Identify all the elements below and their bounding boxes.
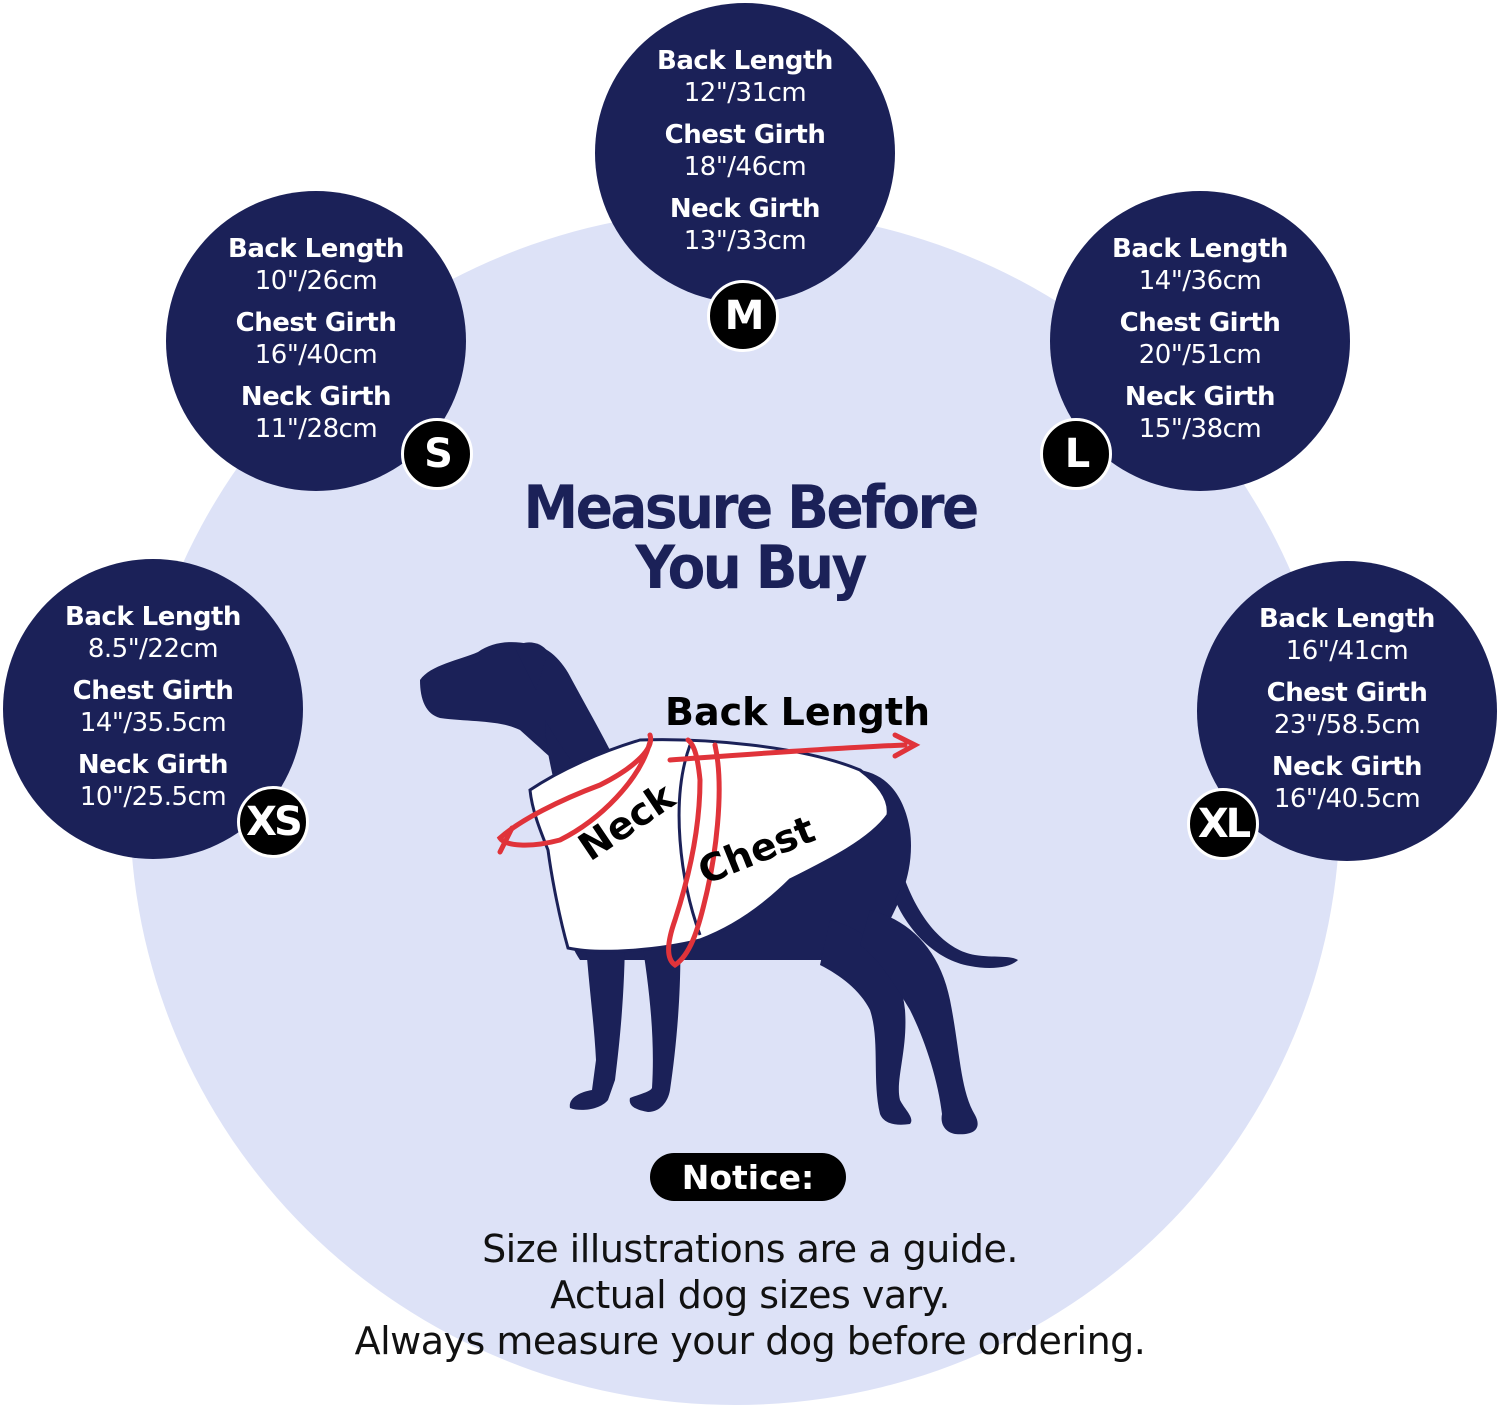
neck-girth-label: Neck Girth [1124,382,1276,412]
chest-girth-spec: Chest Girth 18"/46cm [665,119,826,183]
chest-girth-spec: Chest Girth 20"/51cm [1120,307,1281,371]
back-length-value: 16"/41cm [1285,636,1409,666]
neck-girth-loop [496,732,654,848]
neck-girth-label: Neck Girth [1271,752,1423,782]
chest-girth-label: Chest Girth [664,120,826,150]
chest-girth-value: 14"/35.5cm [79,708,227,738]
chest-girth-value: 18"/46cm [683,152,807,182]
size-card-s: Back Length 10"/26cm Chest Girth 16"/40c… [166,191,466,491]
back-length-diagram-label: Back Length [665,690,930,734]
back-length-spec: Back Length 10"/26cm [228,233,404,297]
coat-seam [677,744,702,936]
size-badge-xs: XS [237,786,309,858]
notice-badge: Notice: [650,1153,846,1201]
headline-line-1: Measure Before [523,473,979,543]
neck-girth-label: Neck Girth [240,382,392,412]
size-badge-m: M [707,280,779,352]
back-length-value: 8.5"/22cm [87,634,219,664]
size-badge-s: S [401,418,473,490]
neck-arrow-icon [497,825,515,855]
headline-line-2: You Buy [635,533,867,603]
chest-girth-label: Chest Girth [1266,678,1428,708]
neck-girth-spec: Neck Girth 15"/38cm [1124,381,1276,445]
neck-girth-spec: Neck Girth 16"/40.5cm [1271,751,1423,815]
notice-text: Size illustrations are a guide. Actual d… [250,1226,1250,1364]
back-length-label: Back Length [657,46,833,76]
chest-girth-loop [666,737,722,969]
neck-girth-value: 11"/28cm [254,414,378,444]
neck-girth-value: 13"/33cm [683,226,807,256]
back-length-value: 12"/31cm [683,78,807,108]
back-length-label: Back Length [1259,604,1435,634]
neck-girth-value: 15"/38cm [1138,414,1262,444]
back-length-label: Back Length [1112,234,1288,264]
size-card-xs: Back Length 8.5"/22cm Chest Girth 14"/35… [3,559,303,859]
notice-line-3: Always measure your dog before ordering. [354,1319,1146,1363]
back-length-spec: Back Length 8.5"/22cm [65,601,241,665]
chest-girth-label: Chest Girth [72,676,234,706]
neck-girth-spec: Neck Girth 13"/33cm [669,193,821,257]
headline: Measure Before You Buy [474,478,1026,598]
back-length-value: 10"/26cm [254,266,378,296]
neck-girth-label: Neck Girth [77,750,229,780]
chest-girth-value: 23"/58.5cm [1273,710,1421,740]
back-length-label: Back Length [65,602,241,632]
neck-girth-spec: Neck Girth 10"/25.5cm [77,749,229,813]
back-length-value: 14"/36cm [1138,266,1262,296]
back-length-spec: Back Length 12"/31cm [657,45,833,109]
size-badge-l: L [1040,418,1112,490]
measurement-lines [496,732,921,969]
back-length-arrow-icon [892,732,921,759]
chest-girth-label: Chest Girth [1119,308,1281,338]
notice-line-2: Actual dog sizes vary. [550,1273,950,1317]
chest-girth-spec: Chest Girth 16"/40cm [236,307,397,371]
chest-girth-value: 20"/51cm [1138,340,1262,370]
size-card-m: Back Length 12"/31cm Chest Girth 18"/46c… [595,3,895,303]
back-length-label: Back Length [228,234,404,264]
notice-line-1: Size illustrations are a guide. [482,1227,1018,1271]
back-length-spec: Back Length 14"/36cm [1112,233,1288,297]
back-length-spec: Back Length 16"/41cm [1259,603,1435,667]
chest-girth-value: 16"/40cm [254,340,378,370]
neck-girth-label: Neck Girth [669,194,821,224]
size-badge-xl: XL [1187,788,1259,860]
chest-girth-spec: Chest Girth 14"/35.5cm [73,675,234,739]
chest-girth-spec: Chest Girth 23"/58.5cm [1267,677,1428,741]
neck-girth-value: 10"/25.5cm [79,782,227,812]
chest-girth-label: Chest Girth [235,308,397,338]
neck-girth-spec: Neck Girth 11"/28cm [240,381,392,445]
neck-girth-value: 16"/40.5cm [1273,784,1421,814]
